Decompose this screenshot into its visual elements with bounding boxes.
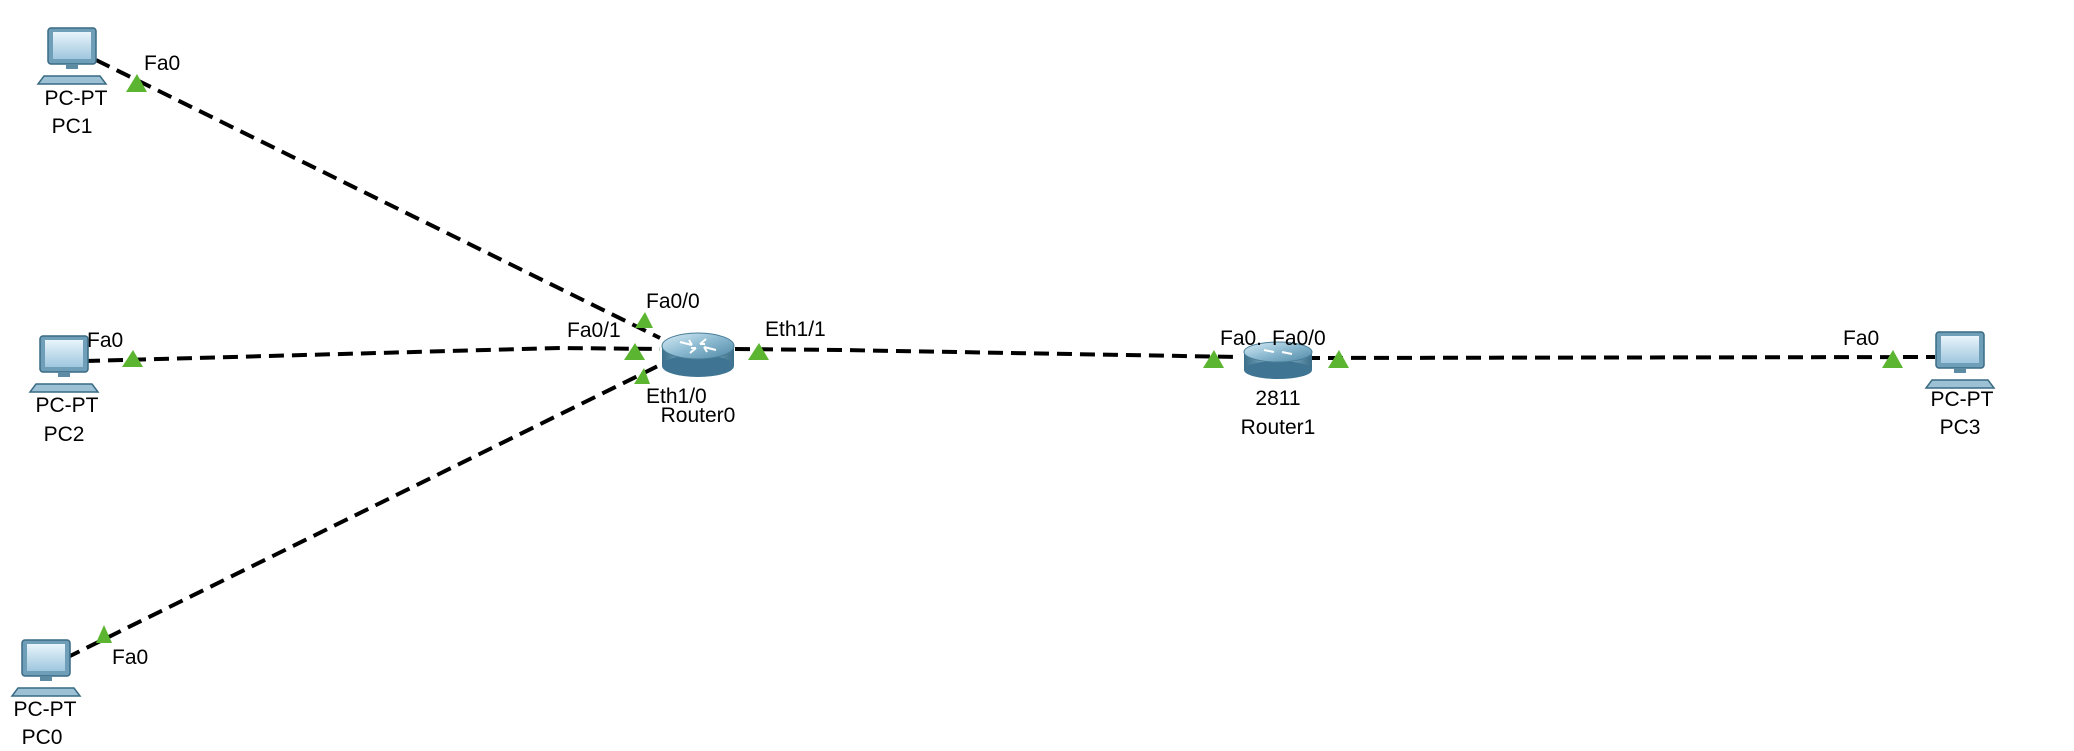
router-icon: [1243, 341, 1313, 379]
device-model-label: PC-PT: [45, 87, 108, 110]
device-model-label: PC-PT: [1931, 388, 1994, 411]
port-label-r1-fa0-left: Fa0.: [1220, 327, 1262, 350]
link-router1-pc3[interactable]: [1304, 355, 1936, 360]
link-router0-router1[interactable]: [734, 347, 1241, 359]
pc-icon: [28, 335, 100, 393]
port-status-pc2-fa0: [122, 350, 143, 367]
device-name-label: PC0: [22, 726, 63, 749]
device-router0[interactable]: [661, 332, 735, 377]
device-pc0[interactable]: [10, 639, 82, 697]
port-label-pc2-fa0: Fa0: [87, 329, 123, 352]
device-pc1[interactable]: [36, 27, 108, 85]
port-status-r1-fa0-left: [1203, 350, 1224, 368]
port-label-r0-fa00: Fa0/0: [646, 290, 700, 313]
pc-icon: [1924, 331, 1996, 389]
port-status-r0-eth11: [748, 343, 769, 360]
device-model-label: PC-PT: [36, 394, 99, 417]
port-status-pc0-fa0: [96, 625, 112, 643]
port-label-pc1-fa0: Fa0: [144, 52, 180, 75]
port-status-pc3-fa0: [1882, 350, 1903, 368]
port-status-r1-fa00: [1328, 350, 1349, 368]
device-router1[interactable]: [1243, 341, 1313, 379]
port-label-r0-eth10: Eth1/0: [646, 385, 707, 408]
port-label-r0-fa01: Fa0/1: [567, 319, 621, 342]
port-label-r1-fa00: Fa0/0: [1272, 327, 1326, 350]
port-status-r0-eth10: [634, 368, 650, 384]
router-icon: [661, 332, 735, 377]
device-model-label: PC-PT: [14, 698, 77, 721]
pc-icon: [36, 27, 108, 85]
port-label-r0-eth11: Eth1/1: [765, 318, 826, 341]
port-label-pc0-fa0: Fa0: [112, 646, 148, 669]
port-status-r0-fa00: [635, 312, 653, 328]
link-pc2-router0[interactable]: [84, 345, 661, 363]
pc-icon: [10, 639, 82, 697]
device-name-label: PC3: [1940, 416, 1981, 439]
port-label-pc3-fa0: Fa0: [1843, 327, 1879, 350]
device-name-label: PC1: [52, 115, 93, 138]
port-status-r0-fa01: [624, 343, 645, 360]
device-pc3[interactable]: [1924, 331, 1996, 389]
device-name-label: PC2: [44, 423, 85, 446]
port-status-pc1-fa0: [126, 74, 147, 92]
device-model-label: 2811: [1255, 387, 1300, 410]
link-pc0-router0[interactable]: [65, 363, 661, 660]
device-name-label: Router0: [661, 404, 736, 427]
link-pc1-router0[interactable]: [95, 58, 661, 340]
device-pc2[interactable]: [28, 335, 100, 393]
device-name-label: Router1: [1241, 416, 1316, 439]
